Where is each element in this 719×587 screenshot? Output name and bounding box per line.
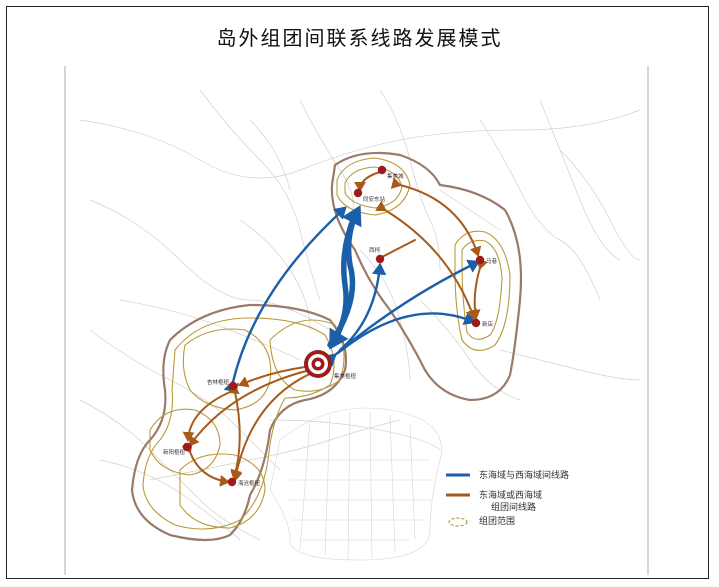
label-xinglin: 杏林枢纽 [207, 378, 230, 386]
brown-routes [181, 171, 489, 487]
brown-route-xinglin-haicang [227, 382, 242, 480]
brown-route-xike-branch [379, 239, 416, 259]
legend-item-brown: 东海域或西海域 组团间线路 [445, 490, 542, 514]
label-haicang: 海沧枢纽 [238, 479, 261, 487]
label-xinyang: 新阳枢纽 [163, 448, 186, 456]
node-tongan-east [353, 188, 363, 198]
blue-routes [223, 205, 481, 394]
nodes [182, 165, 485, 487]
label-jimei-hub: 集美枢纽 [334, 372, 357, 380]
legend-item-blue: 东海域与西海域间线路 [445, 470, 569, 482]
legend-blue-line-icon [446, 473, 470, 477]
label-jimei-city: 集美城 [387, 172, 404, 180]
node-xinyang [182, 442, 192, 452]
legend-item-cluster: 组团范围 [445, 516, 515, 528]
brown-route-maxiang-xindian [468, 258, 489, 320]
legend-label-cluster: 组团范围 [479, 517, 516, 527]
jimei-hub-marker [304, 350, 332, 378]
brown-route-hub-haicang [230, 363, 324, 482]
label-tongan-east: 同安东站 [363, 195, 386, 203]
node-jimei-city [377, 165, 387, 175]
label-xike: 西柯 [369, 246, 381, 254]
blue-route-xinglin-tongan [223, 206, 347, 394]
label-maxiang: 马巷 [486, 257, 498, 265]
node-haicang [227, 477, 237, 487]
legend-brown-line-icon [446, 493, 470, 497]
legend-label-brown: 东海域或西海域 [479, 491, 543, 501]
island-road-grid [269, 407, 442, 561]
brown-route-xinglin-xinyang [182, 383, 240, 442]
map-title: 岛外组团间联系线路发展模式 [216, 26, 503, 50]
node-maxiang [475, 255, 485, 265]
brown-route-tongan-xindian [375, 200, 477, 320]
node-xindian [471, 318, 481, 328]
node-xinglin [228, 381, 238, 391]
node-xike [375, 254, 385, 264]
label-xindian: 新店 [482, 320, 494, 328]
brown-route-xinyang-haicang [181, 442, 230, 487]
brown-route-jimei-tongan [354, 171, 381, 192]
legend-label-blue: 东海域与西海域间线路 [479, 471, 570, 481]
legend-cluster-outline-icon [448, 517, 468, 527]
legend-label-brown-2: 组团间线路 [491, 503, 537, 513]
map-canvas: 集美城 同安东站 西柯 马巷 新店 杏林枢纽 新阳枢纽 海沧枢纽 集美枢纽 [64, 66, 649, 575]
